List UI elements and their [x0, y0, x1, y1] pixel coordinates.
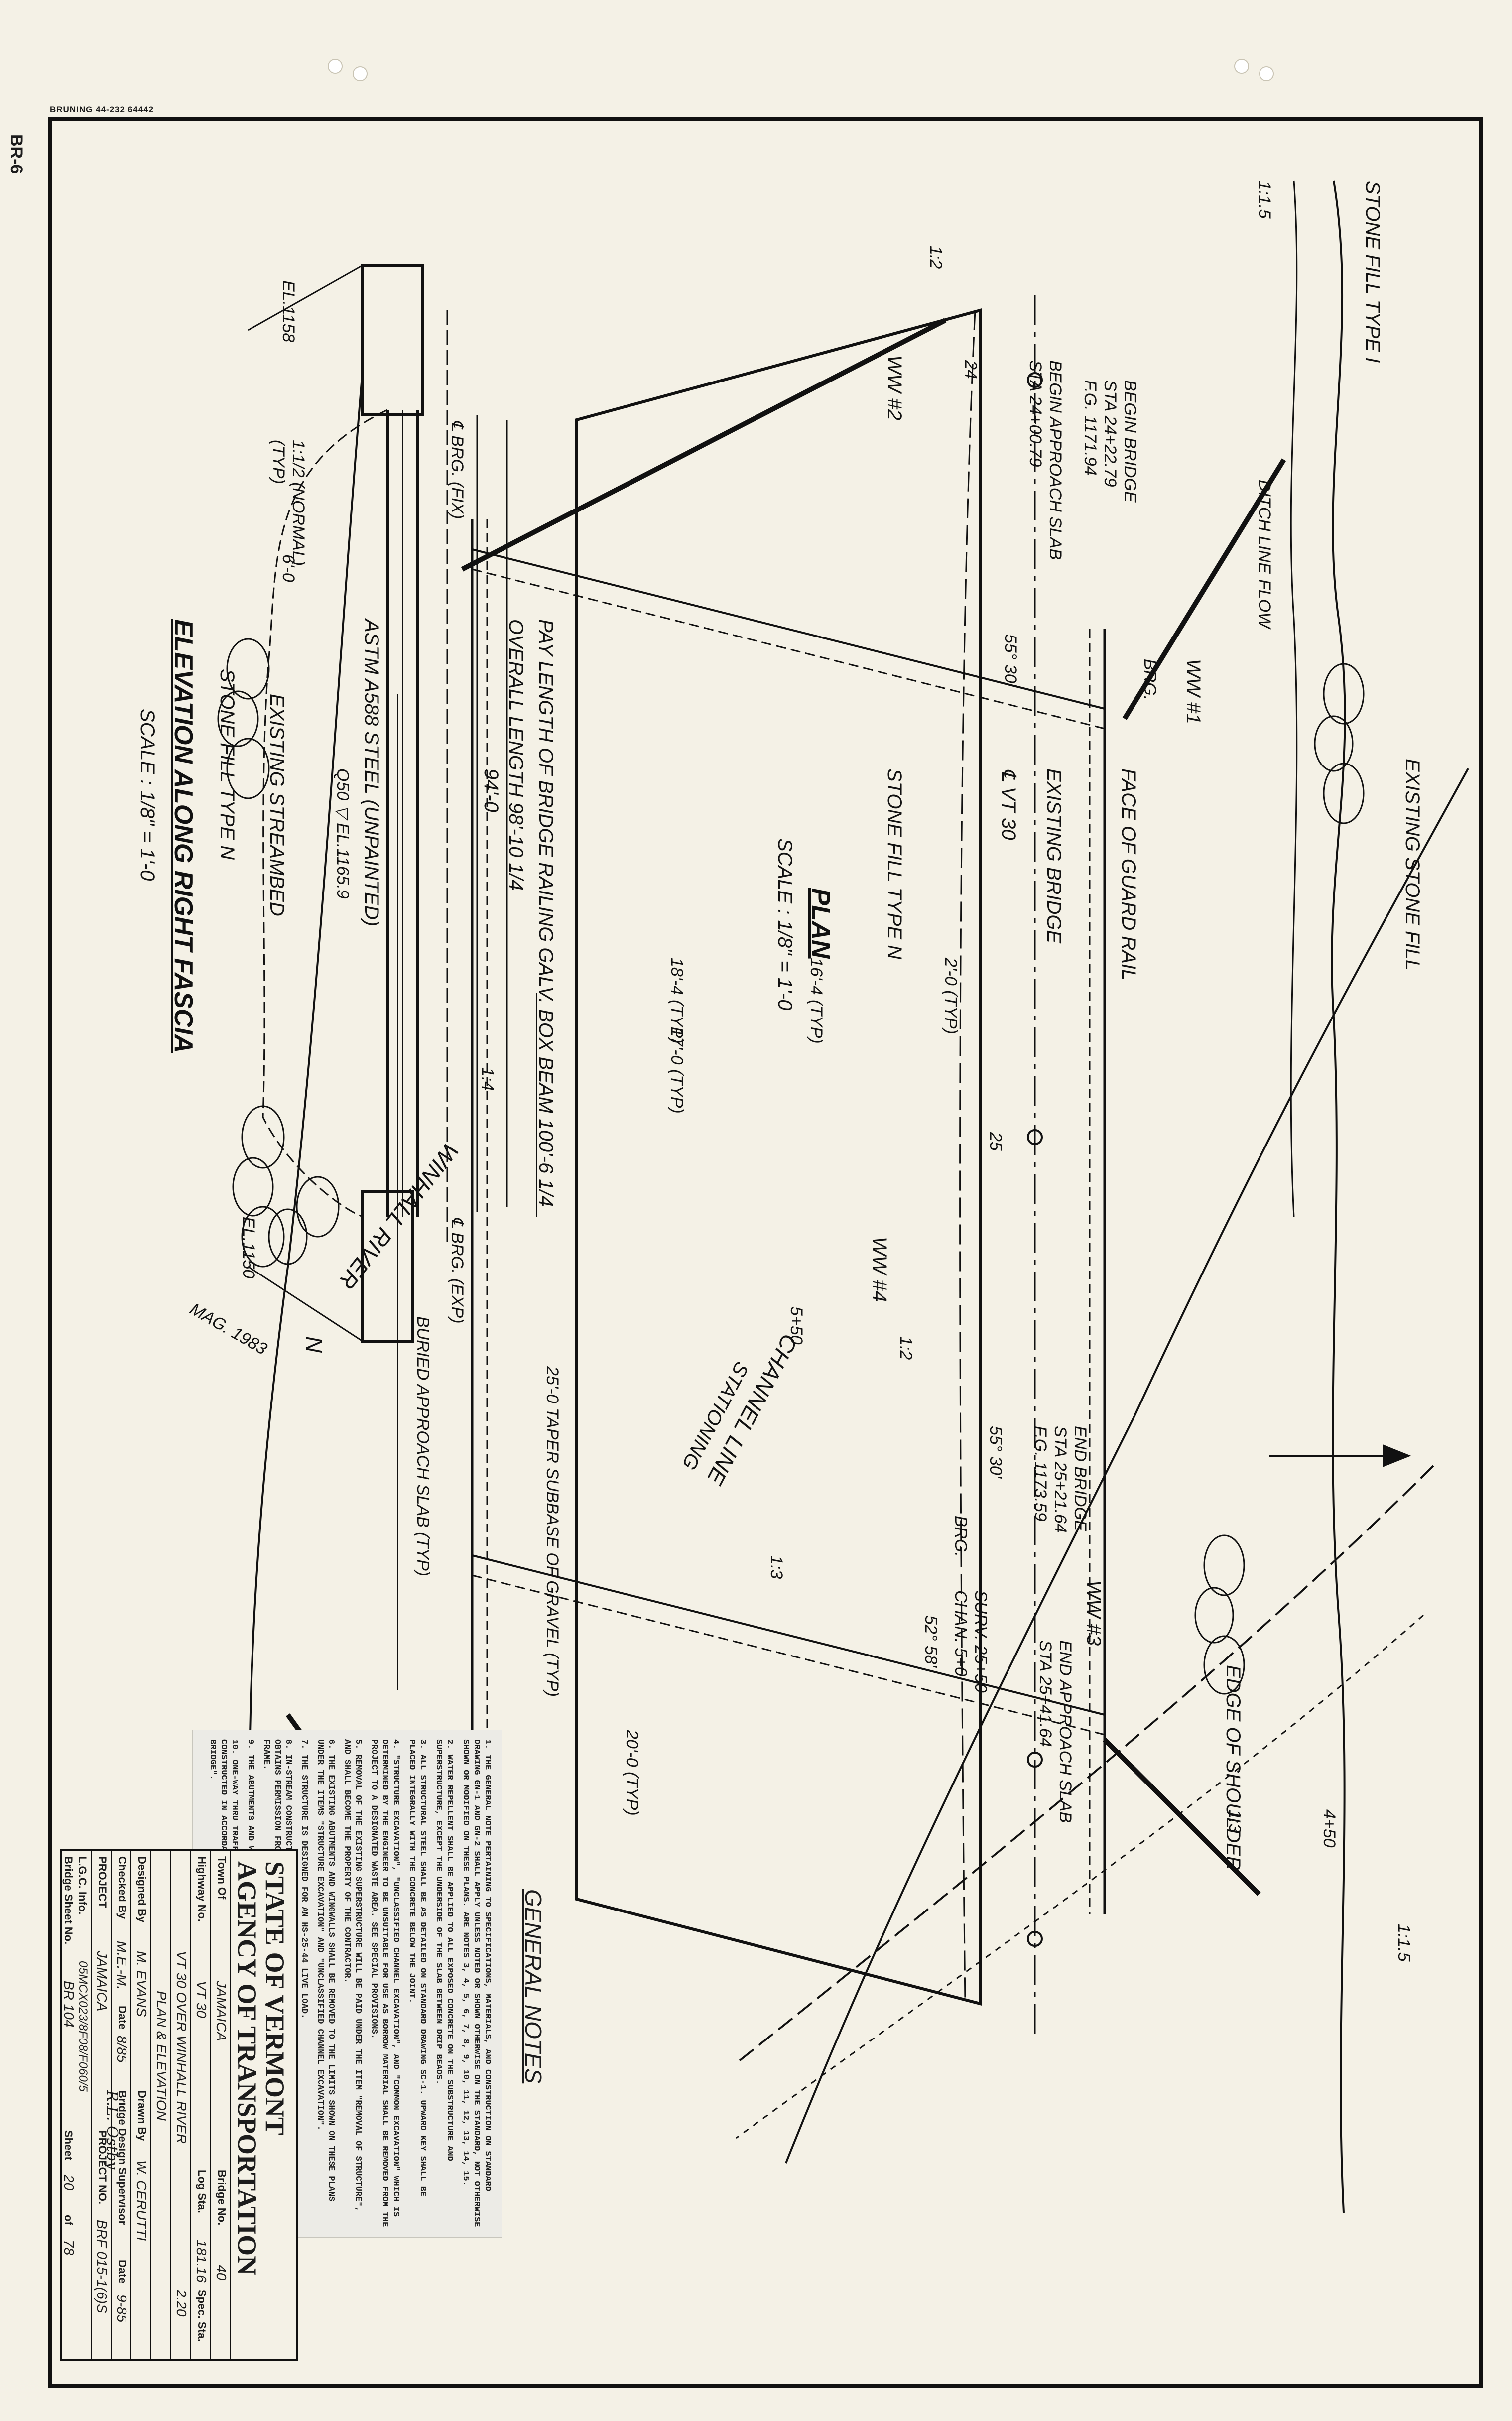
label-typical: (TYP) — [269, 440, 288, 484]
note-item: 6. THE EXISTING ABUTMENTS AND WINGWALLS … — [315, 1739, 336, 2202]
spec-sta-value: 2.20 — [174, 2290, 189, 2317]
project-key: PROJECT — [96, 1856, 109, 1908]
sheet-value: 20 — [61, 2175, 77, 2191]
river-bank-north — [785, 768, 1469, 2164]
bridge-sheet-key: Bridge Sheet No. — [62, 1856, 75, 1945]
station-25-marker — [1027, 1129, 1043, 1145]
date2-key: Date — [116, 2260, 128, 2284]
row-town: Town Of JAMAICA Bridge No. 40 — [210, 1851, 231, 2359]
note-item: 7. THE STRUCTURE IS DESIGNED FOR AN HS-2… — [299, 1739, 309, 2019]
bridge-deck-outline — [575, 308, 982, 2006]
sheet-code: BR-6 — [7, 134, 26, 174]
label-stone-fill-type-n: STONE FILL TYPE N — [216, 669, 238, 860]
elevation-scale: SCALE : 1/8" = 1'-0 — [136, 709, 158, 881]
label-bearing-fixed: ℄ BRG. (FIX) — [448, 420, 467, 519]
label-steel-spec: ASTM A588 STEEL (UNPAINTED) — [361, 619, 382, 927]
designed-key: Designed By — [136, 1856, 148, 1923]
spec-sta-key: Spec. Sta. — [196, 2290, 208, 2342]
row-project: PROJECT JAMAICA PROJECT NO. BRF 015-1(6)… — [91, 1851, 112, 2359]
elevation-title: ELEVATION ALONG RIGHT FASCIA — [169, 619, 198, 1053]
label-existing-streambed: EXISTING STREAMBED — [266, 694, 288, 916]
date-value: 8/85 — [114, 2036, 129, 2063]
label-pay-length: PAY LENGTH OF BRIDGE RAILING GALV. BOX B… — [535, 619, 557, 1207]
wingwall-4 — [1103, 1738, 1261, 1896]
description-line-2: PLAN & ELEVATION — [154, 1991, 169, 2121]
label-dim-6-0: 6'-0 — [279, 554, 298, 582]
note-item: 1. THE GENERAL NOTE PERTAINING TO SPECIF… — [461, 1739, 492, 2227]
elevation-linework — [248, 264, 508, 1343]
row-description-2: PLAN & ELEVATION — [150, 1851, 171, 2359]
row-checked: Checked By M.E.-M. Date 8/85 Bridge Desi… — [103, 1851, 131, 2359]
town-key: Town Of — [216, 1856, 228, 1900]
note-item: 3. ALL STRUCTURAL STEEL SHALL BE AS DETA… — [407, 1739, 427, 2197]
row-highway: Highway No. VT 30 Log Sta. 181.16 Spec. … — [190, 1851, 211, 2359]
label-q50-elevation: Q50 ▽ EL.1165.9 — [333, 768, 352, 899]
note-item: 2. WATER REPELLENT SHALL BE APPLIED TO A… — [434, 1739, 454, 2161]
log-sta-key: Log Sta. — [196, 2170, 208, 2213]
note-item: 5. REMOVAL OF THE EXISTING SUPERSTRUCTUR… — [342, 1739, 363, 2212]
north-arrow-head — [1383, 1444, 1411, 1467]
label-taper-subbase: 25'-0 TAPER SUBBASE OF GRAVEL (TYP) — [543, 1366, 562, 1697]
existing-streambed — [262, 409, 388, 1218]
punch-hole — [353, 66, 368, 81]
channel-line — [735, 1465, 1434, 2064]
west-slope — [248, 264, 363, 331]
row-description: VT 30 OVER WINHALL RIVER 2.20 — [170, 1851, 191, 2359]
description-line-1: VT 30 OVER WINHALL RIVER — [174, 1951, 189, 2144]
general-notes-heading: GENERAL NOTES — [520, 1889, 546, 2084]
note-item: 4. "STRUCTURE EXCAVATION", "UNCLASSIFIED… — [369, 1739, 400, 2227]
drawing-canvas: STONE FILL TYPE I 1:1.5 DITCH LINE FLOW … — [54, 121, 1483, 2384]
of-key: of — [62, 2215, 75, 2225]
wingwall-1 — [1122, 458, 1286, 720]
agency-name: STATE OF VERMONT AGENCY OF TRANSPORTATIO… — [232, 1861, 290, 2276]
date2-value: 9-85 — [114, 2294, 129, 2323]
bridge-sheet-value: BR 104 — [61, 1981, 77, 2028]
punch-hole — [1259, 66, 1274, 81]
bridge-no-value: 40 — [214, 2265, 229, 2281]
punch-hole — [1234, 59, 1249, 74]
top-bank-line — [1331, 180, 1346, 2213]
bridge-no-key: Bridge No. — [216, 2170, 228, 2226]
title-block: STATE OF VERMONT AGENCY OF TRANSPORTATIO… — [60, 1849, 298, 2361]
drawn-value: W. CERUTTI — [134, 2160, 149, 2241]
station-24-marker — [1027, 372, 1043, 388]
log-sta-value: 181.16 — [194, 2240, 209, 2283]
label-span-length: 94'-0 — [480, 768, 502, 812]
sheet-border — [48, 117, 1483, 2388]
project-value: JAMAICA — [94, 1951, 110, 2012]
designed-value: M. EVANS — [134, 1951, 149, 2017]
label-elevation-1150: EL.1150 — [239, 1217, 258, 1279]
punch-hole — [328, 59, 343, 74]
row-sheet: Bridge Sheet No. BR 104 Sheet 20 of 78 — [61, 1851, 82, 2359]
date-key: Date — [116, 2006, 128, 2030]
label-normal-slope: 1:1/2 (NORMAL) — [289, 440, 308, 566]
project-no-value: BRF 015-1(6)S — [94, 2220, 110, 2313]
sheet-total-value: 78 — [61, 2240, 77, 2256]
sheet-tag: BRUNING 44-232 64442 — [50, 105, 154, 114]
checked-value: M.E.-M. — [114, 1941, 129, 1990]
town-value: JAMAICA — [214, 1981, 229, 2041]
label-buried-approach-slab: BURIED APPROACH SLAB (TYP) — [413, 1316, 432, 1577]
agency-line-1: STATE OF VERMONT — [260, 1861, 290, 2136]
drawn-key: Drawn By — [136, 2090, 148, 2141]
agency-line-2: AGENCY OF TRANSPORTATION — [232, 1861, 262, 2276]
ditch-line — [1290, 180, 1298, 1217]
wingwall-2 — [461, 318, 947, 572]
label-overall-length: OVERALL LENGTH 98'-10 1/4 — [505, 619, 527, 891]
row-designed: Designed By M. EVANS Drawn By W. CERUTTI — [130, 1851, 151, 2359]
label-bearing-expansion: ℄ BRG. (EXP) — [448, 1217, 467, 1324]
highway-value: VT 30 — [194, 1981, 209, 2018]
label-elevation-1158: EL.1158 — [279, 280, 298, 343]
highway-key: Highway No. — [196, 1856, 208, 1922]
project-no-key: PROJECT NO. — [96, 2130, 109, 2205]
abutment-line-1 — [472, 548, 1105, 710]
sheet-key: Sheet — [62, 2130, 75, 2160]
checked-key: Checked By — [116, 1856, 128, 1919]
west-abutment — [361, 264, 424, 416]
